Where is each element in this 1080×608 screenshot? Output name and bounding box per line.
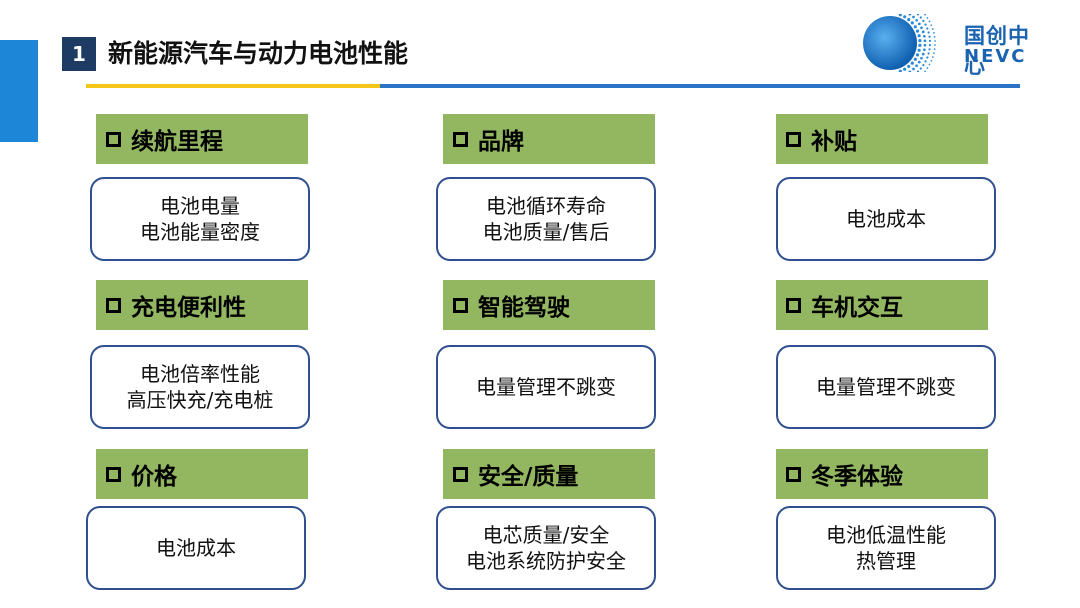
- section-number-badge: 1: [62, 37, 96, 71]
- detail-box-safety: 电芯质量/安全 电池系统防护安全: [436, 506, 656, 590]
- category-label-subsidy: 补贴: [776, 114, 988, 164]
- category-text: 价格: [131, 464, 177, 490]
- category-label-price: 价格: [96, 449, 308, 499]
- category-label-brand: 品牌: [443, 114, 655, 164]
- left-accent-bar: [0, 40, 38, 142]
- logo-name-cn: 国创中心: [964, 24, 1030, 78]
- category-label-charging: 充电便利性: [96, 280, 308, 330]
- detail-line: 电量管理不跳变: [476, 375, 616, 399]
- detail-box-range: 电池电量 电池能量密度: [90, 177, 310, 261]
- nevc-logo: 国创中心 NEVC: [860, 14, 1050, 78]
- detail-box-winter: 电池低温性能 热管理: [776, 506, 996, 590]
- checkbox-icon: [786, 131, 801, 147]
- category-text: 智能驾驶: [478, 295, 570, 321]
- page-title: 新能源汽车与动力电池性能: [108, 39, 409, 68]
- detail-line: 电池成本: [156, 536, 236, 560]
- detail-line: 高压快充/充电桩: [126, 388, 274, 412]
- checkbox-icon: [786, 466, 801, 482]
- detail-box-infotainment: 电量管理不跳变: [776, 345, 996, 429]
- detail-line: 电池倍率性能: [140, 362, 260, 386]
- category-label-safety: 安全/质量: [443, 449, 655, 499]
- detail-box-charging: 电池倍率性能 高压快充/充电桩: [90, 345, 310, 429]
- detail-line: 电池低温性能: [826, 523, 946, 547]
- category-text: 续航里程: [131, 129, 223, 155]
- title-underline-yellow: [86, 84, 380, 88]
- category-label-smart-driving: 智能驾驶: [443, 280, 655, 330]
- detail-box-subsidy: 电池成本: [776, 177, 996, 261]
- detail-line: 电量管理不跳变: [816, 375, 956, 399]
- detail-box-brand: 电池循环寿命 电池质量/售后: [436, 177, 656, 261]
- title-underline-blue: [380, 84, 1020, 88]
- category-text: 车机交互: [811, 295, 903, 321]
- detail-line: 电芯质量/安全: [482, 523, 610, 547]
- category-label-range: 续航里程: [96, 114, 308, 164]
- category-text: 充电便利性: [131, 295, 246, 321]
- category-text: 安全/质量: [478, 464, 579, 490]
- detail-line: 电池能量密度: [140, 220, 260, 244]
- checkbox-icon: [106, 297, 121, 313]
- globe-logo-icon: [863, 14, 936, 72]
- detail-line: 电池系统防护安全: [466, 549, 626, 573]
- category-label-winter: 冬季体验: [776, 449, 988, 499]
- logo-name-en: NEVC: [964, 46, 1027, 67]
- checkbox-icon: [106, 466, 121, 482]
- detail-box-price: 电池成本: [86, 506, 306, 590]
- detail-line: 电池电量: [160, 194, 240, 218]
- detail-box-smart-driving: 电量管理不跳变: [436, 345, 656, 429]
- category-text: 品牌: [478, 129, 524, 155]
- detail-line: 热管理: [856, 549, 916, 573]
- checkbox-icon: [453, 466, 468, 482]
- category-label-infotainment: 车机交互: [776, 280, 988, 330]
- detail-line: 电池循环寿命: [486, 194, 606, 218]
- checkbox-icon: [453, 131, 468, 147]
- detail-line: 电池质量/售后: [482, 220, 610, 244]
- checkbox-icon: [786, 297, 801, 313]
- category-text: 补贴: [811, 129, 857, 155]
- checkbox-icon: [106, 131, 121, 147]
- category-text: 冬季体验: [811, 464, 903, 490]
- detail-line: 电池成本: [846, 207, 926, 231]
- checkbox-icon: [453, 297, 468, 313]
